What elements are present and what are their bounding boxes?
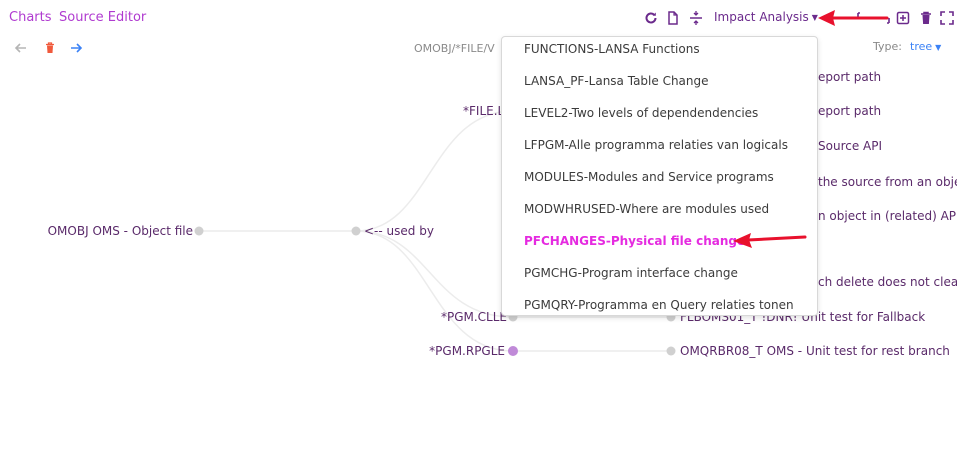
delete-icon[interactable] — [43, 41, 57, 55]
tree-leaf-label[interactable]: the source from an obje — [818, 175, 957, 189]
add-square-icon[interactable] — [895, 10, 911, 26]
tab-source-editor[interactable]: Source Editor — [59, 10, 147, 25]
type-selector[interactable]: tree▼ — [910, 40, 941, 53]
menu-item-pgmqry[interactable]: PGMQRY-Programma en Query relaties tonen — [524, 298, 794, 312]
tree-node-dot[interactable] — [351, 226, 361, 236]
menu-item-lansa-pf[interactable]: LANSA_PF-Lansa Table Change — [524, 74, 709, 88]
tree-relation-label[interactable]: <-- used by — [364, 224, 434, 238]
tree-node-dot[interactable] — [666, 346, 676, 356]
tree-node-dot[interactable] — [508, 346, 518, 356]
tree-leaf-label[interactable]: OMQRBR08_T OMS - Unit test for rest bran… — [680, 344, 950, 358]
tree-leaf-label[interactable]: n object in (related) APP — [818, 209, 957, 223]
type-label: Type: — [873, 40, 902, 53]
tree-branch-file-l[interactable]: *FILE.L — [463, 104, 505, 118]
impact-analysis-dropdown-button[interactable]: Impact Analysis▼ — [714, 10, 818, 24]
document-icon[interactable] — [665, 10, 681, 26]
tree-branch-pgm-clle[interactable]: *PGM.CLLE — [441, 310, 507, 324]
top-toolbar: Charts Source Editor Impact Analysis▼ — [0, 0, 957, 36]
caret-down-icon: ▼ — [811, 13, 818, 22]
impact-analysis-menu: FUNCTIONS-LANSA Functions LANSA_PF-Lansa… — [501, 36, 818, 316]
refresh-icon[interactable] — [643, 10, 659, 26]
tree-leaf-label[interactable]: ch delete does not clear — [818, 275, 957, 289]
tree-leaf-label[interactable]: eport path — [818, 70, 881, 84]
collapse-icon[interactable] — [876, 10, 892, 26]
annotation-arrow-icon — [818, 10, 889, 26]
tree-branch-pgm-rpgle[interactable]: *PGM.RPGLE — [429, 344, 505, 358]
tree-links — [199, 110, 670, 352]
tab-charts[interactable]: Charts — [9, 10, 52, 25]
compress-vertical-icon[interactable] — [688, 10, 704, 26]
menu-item-level2[interactable]: LEVEL2-Two levels of dependendencies — [524, 106, 759, 120]
menu-item-functions[interactable]: FUNCTIONS-LANSA Functions — [524, 42, 700, 56]
tree-node-dot[interactable] — [194, 226, 204, 236]
menu-item-pgmchg[interactable]: PGMCHG-Program interface change — [524, 266, 738, 280]
caret-down-icon: ▼ — [935, 43, 942, 52]
trash-icon[interactable] — [918, 10, 934, 26]
fullscreen-icon[interactable] — [939, 10, 955, 26]
annotation-arrow-icon — [733, 233, 807, 248]
tree-leaf-label[interactable]: eport path — [818, 104, 881, 118]
back-arrow-icon[interactable] — [14, 41, 28, 55]
tree-leaf-label[interactable]: Source API — [818, 139, 882, 153]
menu-item-lfpgm[interactable]: LFPGM-Alle programma relaties van logica… — [524, 138, 788, 152]
object-path: OMOBJ/*FILE/V — [414, 42, 495, 55]
tree-root-label[interactable]: OMOBJ OMS - Object file — [48, 224, 193, 238]
impact-analysis-label: Impact Analysis — [714, 10, 809, 24]
type-value: tree — [910, 40, 933, 53]
menu-item-modules[interactable]: MODULES-Modules and Service programs — [524, 170, 774, 184]
forward-arrow-icon[interactable] — [69, 41, 83, 55]
menu-item-pfchanges[interactable]: PFCHANGES-Physical file change — [524, 234, 746, 248]
menu-item-modwhrused[interactable]: MODWHRUSED-Where are modules used — [524, 202, 770, 216]
